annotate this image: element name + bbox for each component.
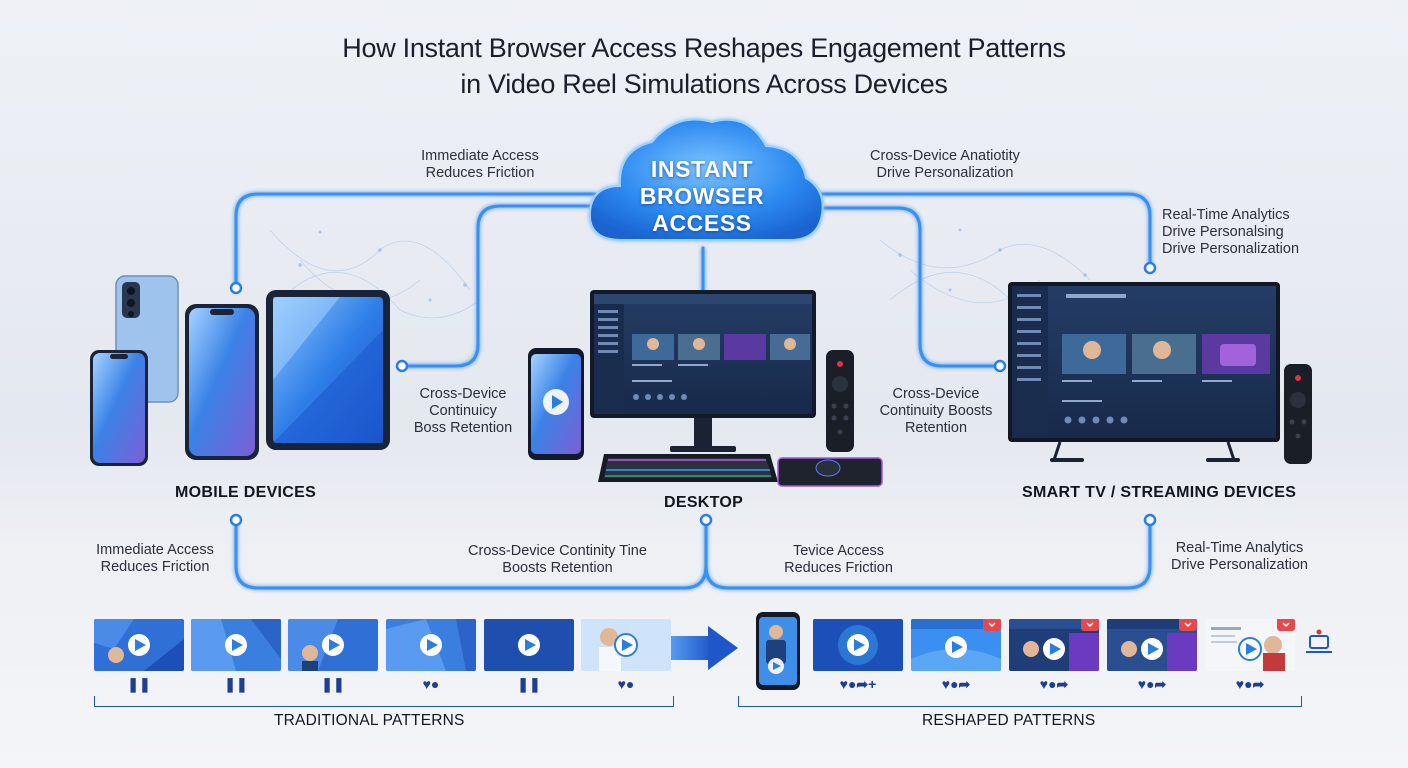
transition-arrow-icon [668, 626, 738, 670]
like-comment-icon[interactable]: ♥● [581, 676, 671, 692]
reshaped-patterns-label: RESHAPED PATTERNS [922, 712, 1095, 730]
traditional-bracket [94, 696, 674, 707]
share-device-icon [1306, 630, 1332, 653]
reshaped-bracket [738, 696, 1302, 707]
like-comment-share-icon[interactable]: ♥●➦ [1205, 676, 1295, 693]
like-comment-share-icon[interactable]: ♥●➦ [911, 676, 1001, 693]
pause-icon[interactable]: ❚❚ [191, 676, 281, 693]
device-label-mobile: MOBILE DEVICES [175, 484, 316, 502]
smart-tv-illustration [1008, 282, 1312, 464]
traditional-reel-thumb[interactable] [386, 619, 476, 671]
desktop-illustration [528, 290, 882, 486]
mobile-devices-illustration [90, 276, 390, 466]
pause-icon[interactable]: ❚❚ [94, 676, 184, 693]
traditional-reel-thumb[interactable] [484, 619, 574, 671]
traditional-reel-thumb[interactable] [581, 619, 671, 671]
device-label-tv: SMART TV / STREAMING DEVICES [1022, 484, 1296, 502]
reshaped-reel-thumb[interactable] [911, 619, 1001, 671]
pause-icon[interactable]: ❚❚ [288, 676, 378, 693]
reshaped-phone-illustration [756, 612, 800, 690]
hub-label: INSTANT BROWSER ACCESS [612, 156, 792, 237]
like-comment-share-icon[interactable]: ♥●➦ [1009, 676, 1099, 693]
reshaped-reel-thumb[interactable] [1107, 619, 1197, 671]
traditional-patterns-label: TRADITIONAL PATTERNS [274, 712, 465, 730]
reshaped-reel-thumb[interactable] [1205, 619, 1295, 671]
like-comment-share-icon[interactable]: ♥●➦ [1107, 676, 1197, 693]
reshaped-reel-thumb[interactable] [813, 619, 903, 671]
traditional-reel-thumb[interactable] [288, 619, 378, 671]
traditional-reel-thumb[interactable] [191, 619, 281, 671]
like-comment-share-icon[interactable]: ♥●➦+ [813, 676, 903, 693]
reshaped-reel-thumb[interactable] [1009, 619, 1099, 671]
device-label-desktop: DESKTOP [664, 494, 743, 512]
pause-icon[interactable]: ❚❚ [484, 676, 574, 693]
like-comment-icon[interactable]: ♥● [386, 676, 476, 692]
traditional-reel-thumb[interactable] [94, 619, 184, 671]
